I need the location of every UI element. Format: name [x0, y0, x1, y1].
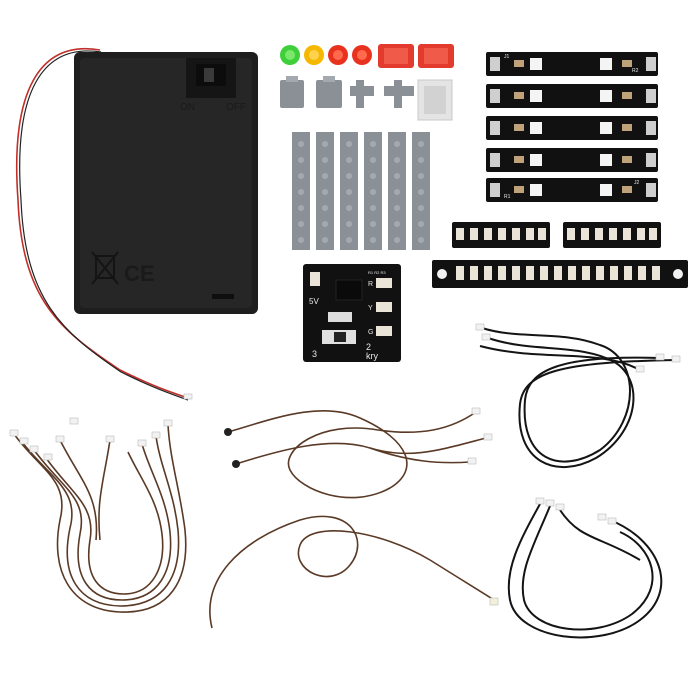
strip-pad-right-label: J2	[634, 180, 640, 186]
port-r-label: R	[368, 281, 373, 288]
strip-resistor-label: R2	[632, 68, 639, 74]
strip-resistor-label-1: R1	[504, 194, 511, 200]
led-strip-3	[486, 116, 658, 140]
brown-wire-center-bulbs	[224, 407, 493, 468]
gray-small-bricks	[280, 76, 453, 121]
brand-label: kry	[366, 351, 378, 361]
led-strip-2	[486, 84, 658, 108]
red-brick-pieces	[378, 44, 454, 68]
battery-box: ON OFF CE	[74, 52, 258, 314]
switch-on-label: ON	[180, 102, 195, 113]
header-label: R1 R2 R3	[368, 270, 386, 275]
brown-wire-bundle-left	[13, 424, 187, 613]
led-strip-1: J1 R2	[486, 52, 658, 76]
mode-3-label: 3	[312, 349, 317, 359]
connector-board-small-left	[452, 222, 550, 248]
led-light-strips: J1 R2 J2 R1	[486, 52, 658, 202]
battery-switch[interactable]	[186, 58, 236, 98]
recycle-bin-icon	[91, 251, 119, 285]
black-wire-set-lower	[507, 503, 663, 639]
black-wire-set-upper	[479, 327, 677, 468]
port-g-label: G	[368, 329, 373, 336]
connector-board-long	[432, 260, 688, 288]
voltage-label: 5V	[309, 297, 319, 306]
black-wire-set-upper-plugs	[475, 323, 681, 373]
battery-lead-wire	[15, 48, 193, 401]
connector-board-small-right	[563, 222, 661, 248]
brown-wire-center	[227, 410, 487, 499]
controller-board: 5V R1 R2 R3 R Y G 3 2 kry	[303, 264, 401, 362]
mode-switch[interactable]	[322, 330, 356, 344]
port-y-label: Y	[368, 305, 373, 312]
brown-wire-bundle-left-plugs	[9, 417, 173, 461]
light-caps	[280, 45, 372, 65]
brown-wire-bottom	[209, 515, 495, 629]
brown-wire-bottom-plug	[489, 597, 499, 606]
switch-off-label: OFF	[226, 102, 246, 113]
led-strip-5: J2 R1	[486, 178, 658, 202]
gray-tile-plates	[292, 132, 430, 250]
mode-2-label: 2	[366, 342, 371, 352]
led-strip-4	[486, 148, 658, 172]
black-wire-set-lower-plugs	[535, 497, 617, 525]
ce-mark: CE	[124, 261, 155, 286]
strip-pad-left-label: J1	[504, 54, 510, 60]
